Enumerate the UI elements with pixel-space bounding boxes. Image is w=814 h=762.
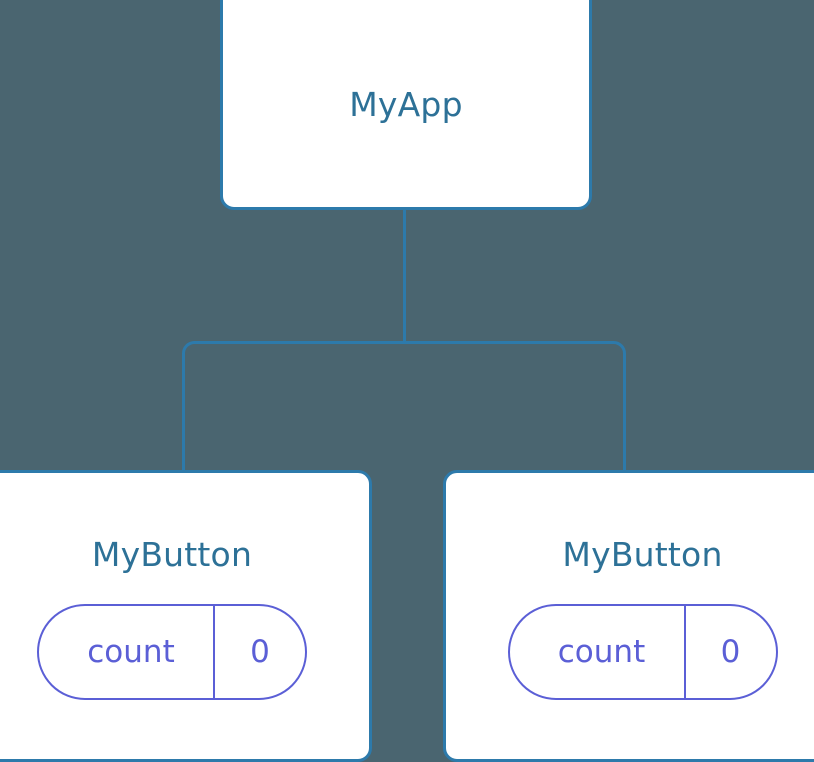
component-node-mybutton-right[interactable]: MyButton count 0 xyxy=(443,470,814,762)
component-node-mybutton-left[interactable]: MyButton count 0 xyxy=(0,470,372,762)
edge-root-to-child-right xyxy=(404,341,626,471)
component-node-title: MyButton xyxy=(562,535,723,574)
state-pill-key: count xyxy=(557,633,646,670)
edge-root-to-child-left xyxy=(181,341,405,471)
component-node-myapp[interactable]: MyApp xyxy=(220,0,592,210)
state-pill-count[interactable]: count 0 xyxy=(37,604,307,700)
state-pill-value: 0 xyxy=(213,606,305,698)
state-pill-key: count xyxy=(87,633,175,670)
component-node-title: MyApp xyxy=(349,84,463,124)
state-pill-count[interactable]: count 0 xyxy=(507,604,778,700)
component-node-title: MyButton xyxy=(91,535,253,574)
state-pill-value: 0 xyxy=(683,606,776,698)
